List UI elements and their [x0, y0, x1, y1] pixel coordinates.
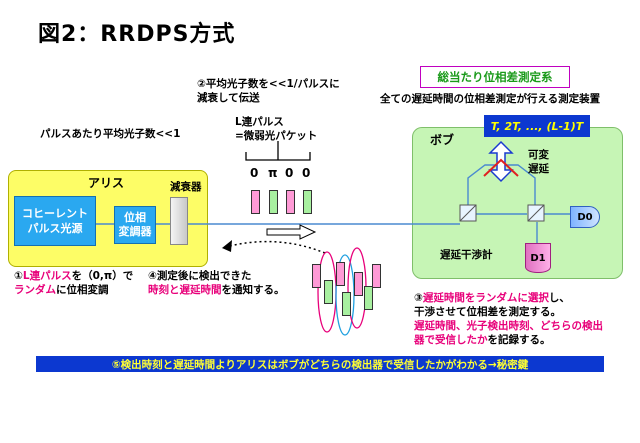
step1-mid: を（0,π）で	[71, 270, 134, 282]
step3-suffix1: し、	[548, 292, 570, 304]
detected-pulse-2	[324, 280, 333, 304]
bob-panel	[412, 127, 623, 279]
attenuator-label: 減衰器	[170, 181, 202, 193]
summary-desc: 全ての遅延時間の位相差測定が行える測定装置	[380, 93, 601, 105]
pulse-1	[251, 190, 260, 214]
notify-dotted-arc	[221, 240, 326, 254]
step1-note: ①L連パルスを（0,π）で ランダムに位相変調	[14, 269, 133, 297]
pulse-4	[303, 190, 312, 214]
detected-pulse-6	[364, 286, 373, 310]
step1-red2: ランダム	[14, 284, 56, 296]
summary-box: 総当たり位相差測定系	[420, 66, 570, 88]
step2-note: ②平均光子数を<<1/パルスに 減衰して伝送	[197, 77, 340, 105]
step2-line2: 減衰して伝送	[197, 92, 260, 104]
delay-marker	[483, 158, 519, 177]
phase-label-3: 0	[285, 166, 294, 180]
mean-photon-note: パルスあたり平均光子数<<1	[40, 128, 181, 140]
interferometer-label: 遅延干渉計	[440, 249, 493, 261]
detected-pulse-1	[312, 264, 321, 288]
step3-red-line3: 遅延時間、光子検出時刻、どちらの検出	[414, 320, 603, 332]
beam-splitter-1-diag	[459, 204, 477, 222]
l-pulse-note: L連パルス =微弱光パケット	[235, 115, 317, 143]
step3-note: ③遅延時間をランダムに選択し、 干渉させて位相差を測定する。 遅延時間、光子検出…	[414, 291, 603, 347]
step1-prefix: ①	[14, 270, 23, 282]
variable-line1: 可変	[528, 149, 549, 161]
notify-arrowhead	[222, 240, 232, 252]
step2-line1: ②平均光子数を<<1/パルスに	[197, 78, 340, 90]
detector-d1: D1	[525, 243, 551, 273]
attenuator	[170, 197, 188, 245]
page-title: 図2：RRDPS方式	[38, 22, 236, 47]
step3-red1: 遅延時間をランダムに選択	[422, 292, 549, 304]
pulse-2	[269, 190, 278, 214]
modulator-line1: 位相	[124, 211, 146, 224]
step1-red1: L連パルス	[22, 270, 72, 282]
step4-note: ④測定後に検出できた 時刻と遅延時間を通知する。	[148, 269, 285, 297]
variable-line2: 遅延	[528, 163, 549, 175]
source-line1: コヒーレント	[22, 207, 88, 220]
alice-label: アリス	[88, 176, 125, 190]
detected-pulse-4	[342, 292, 351, 316]
l-pulse-line2: =微弱光パケット	[235, 130, 318, 142]
detected-pulse-7	[372, 264, 381, 288]
step4-line1: ④測定後に検出できた	[148, 270, 252, 282]
step3-red-line4: 器で受信したか	[414, 334, 488, 346]
step3-line2: 干渉させて位相差を測定する。	[414, 306, 561, 318]
step4-suffix: を通知する。	[221, 284, 285, 296]
detected-pulse-3	[336, 262, 345, 286]
phase-modulator: 位相 変調器	[114, 206, 156, 244]
step3-prefix: ③	[414, 292, 423, 304]
step1-suffix: に位相変調	[56, 284, 109, 296]
delay-values-box: T, 2T, ..., (L-1)T	[484, 115, 590, 137]
transmit-arrow	[266, 224, 317, 240]
step4-red: 時刻と遅延時間	[148, 284, 222, 296]
phase-label-1: 0	[250, 166, 259, 180]
step3-suffix4: を記録する。	[487, 334, 551, 346]
beam-splitter-2-diag	[527, 204, 545, 222]
source-line2: パルス光源	[27, 222, 83, 235]
variable-delay-arrow	[488, 140, 514, 183]
l-pulse-line1: L連パルス	[235, 116, 284, 128]
conclusion-banner: ⑤検出時刻と遅延時間よりアリスはボブがどちらの検出器で受信したかがわかる→秘密鍵	[36, 356, 604, 372]
phase-label-4: 0	[302, 166, 311, 180]
pulse-3	[286, 190, 295, 214]
modulator-line2: 変調器	[118, 225, 152, 238]
coherent-source: コヒーレント パルス光源	[14, 196, 96, 246]
phase-label-2: π	[268, 166, 278, 180]
detector-d0: D0	[570, 206, 600, 228]
variable-delay-label: 可変 遅延	[528, 148, 549, 176]
detected-pulse-5	[354, 272, 363, 296]
bob-label: ボブ	[430, 133, 455, 147]
